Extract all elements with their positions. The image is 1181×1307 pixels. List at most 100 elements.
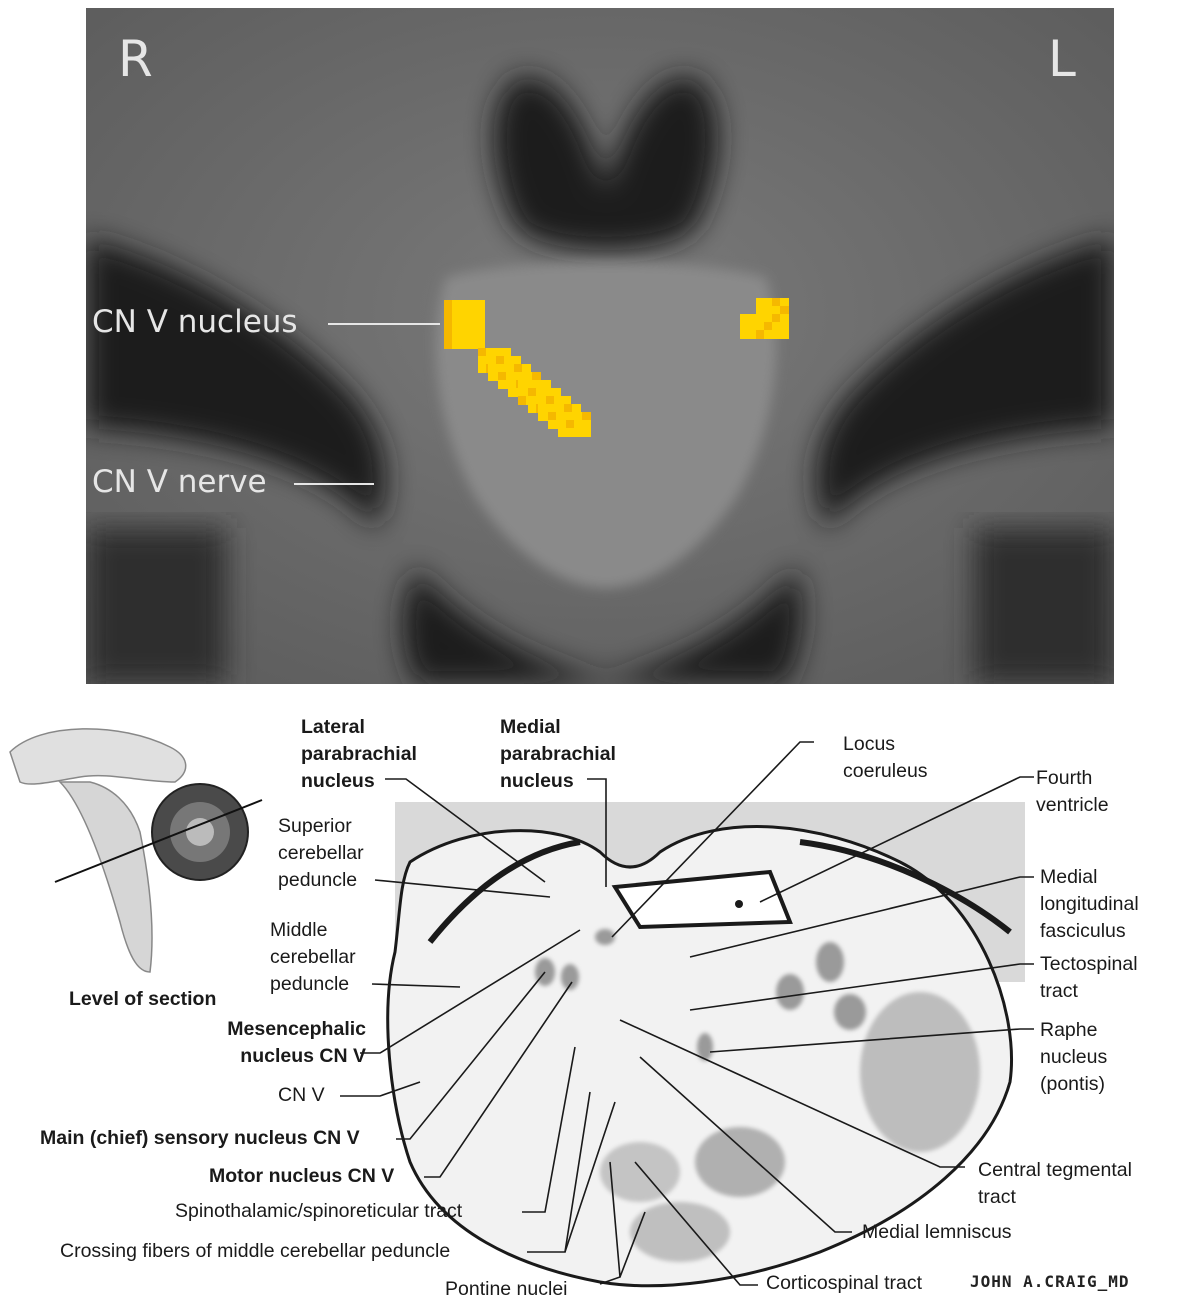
level-of-section-caption: Level of section <box>69 986 216 1013</box>
activation-voxel <box>444 308 453 317</box>
activation-voxel <box>488 372 497 381</box>
mesencephalic-nucleus-label: Mesencephalic nucleus CN V <box>160 1016 366 1070</box>
artist-signature: JOHN A.CRAIG_MD <box>970 1272 1130 1291</box>
activation-voxel <box>506 364 515 373</box>
motor-nucleus-label: Motor nucleus CN V <box>209 1163 394 1190</box>
activation-voxel <box>764 298 773 307</box>
activation-voxel <box>468 332 477 341</box>
activation-voxel <box>488 364 497 373</box>
activation-voxel <box>558 428 567 437</box>
activation-voxel <box>502 348 511 357</box>
central-tegmental-tract-label: Central tegmental tract <box>978 1157 1132 1211</box>
activation-voxel <box>516 372 525 381</box>
activation-voxel <box>764 330 773 339</box>
activation-voxel <box>452 316 461 325</box>
activation-voxel <box>528 404 537 413</box>
activation-voxel <box>740 314 749 323</box>
activation-voxel <box>518 380 527 389</box>
activation-voxel <box>574 428 583 437</box>
activation-voxel <box>498 380 507 389</box>
cn-v-label: CN V <box>278 1082 325 1109</box>
medial-lemniscus-label: Medial lemniscus <box>862 1219 1012 1246</box>
activation-voxel <box>748 322 757 331</box>
activation-voxel <box>522 364 531 373</box>
activation-voxel <box>532 372 541 381</box>
activation-voxel <box>748 314 757 323</box>
spinothalamic-tract-label: Spinothalamic/spinoreticular tract <box>175 1198 462 1225</box>
activation-voxel <box>756 306 765 315</box>
right-side-marker: R <box>118 30 153 88</box>
activation-voxel <box>566 428 575 437</box>
activation-voxel <box>740 322 749 331</box>
activation-voxel <box>548 404 557 413</box>
fourth-ventricle-marker <box>735 900 743 908</box>
medial-longitudinal-fasciculus-label: Medial longitudinal fasciculus <box>1040 864 1139 945</box>
activation-voxel <box>486 348 495 357</box>
activation-voxel <box>582 412 591 421</box>
activation-voxel <box>772 322 781 331</box>
activation-voxel <box>452 332 461 341</box>
activation-voxel <box>476 324 485 333</box>
cn-v-nerve-label: CN V nerve <box>92 464 267 500</box>
medial-parabrachial-label: Medial parabrachial nucleus <box>500 714 616 795</box>
activation-voxel <box>468 316 477 325</box>
activation-voxel <box>460 300 469 309</box>
activation-voxel <box>444 324 453 333</box>
activation-voxel <box>444 316 453 325</box>
cn-v-nucleus-label: CN V nucleus <box>92 304 298 340</box>
activation-voxel <box>534 380 543 389</box>
activation-voxel <box>460 332 469 341</box>
activation-voxel <box>538 404 547 413</box>
cn-v-nucleus-leader <box>328 323 440 325</box>
activation-voxel <box>772 330 781 339</box>
activation-voxel <box>460 340 469 349</box>
activation-voxel <box>498 372 507 381</box>
activation-voxel <box>476 300 485 309</box>
activation-voxel <box>528 388 537 397</box>
activation-voxel <box>536 388 545 397</box>
activation-voxel <box>478 348 487 357</box>
activation-voxel <box>756 322 765 331</box>
fourth-ventricle-label: Fourth ventricle <box>1036 765 1109 819</box>
activation-voxel <box>748 330 757 339</box>
activation-voxel <box>772 314 781 323</box>
activation-voxel <box>452 324 461 333</box>
activation-voxel <box>780 298 789 307</box>
activation-voxel <box>542 380 551 389</box>
activation-voxel <box>514 364 523 373</box>
corticospinal-tract-label: Corticospinal tract <box>766 1270 922 1297</box>
activation-voxel <box>460 324 469 333</box>
raphe-nucleus-label: Raphe nucleus (pontis) <box>1040 1017 1107 1098</box>
activation-voxel <box>478 356 487 365</box>
activation-voxel <box>558 412 567 421</box>
left-side-marker: L <box>1048 30 1076 88</box>
superior-cerebellar-peduncle-label: Superior cerebellar peduncle <box>278 813 364 894</box>
activation-voxel <box>528 396 537 405</box>
activation-voxel <box>478 364 487 373</box>
activation-voxel <box>468 340 477 349</box>
activation-voxel <box>566 412 575 421</box>
activation-voxel <box>444 340 453 349</box>
activation-voxel <box>488 356 497 365</box>
activation-voxel <box>476 316 485 325</box>
activation-voxel <box>508 380 517 389</box>
activation-voxel <box>508 372 517 381</box>
activation-voxel <box>468 300 477 309</box>
activation-voxel <box>582 420 591 429</box>
activation-voxel <box>518 388 527 397</box>
activation-voxel <box>508 388 517 397</box>
activation-voxel <box>544 388 553 397</box>
activation-voxel <box>548 420 557 429</box>
activation-voxel <box>548 412 557 421</box>
activation-voxel <box>780 330 789 339</box>
activation-voxel <box>772 306 781 315</box>
activation-voxel <box>764 306 773 315</box>
activation-voxel <box>476 332 485 341</box>
activation-voxel <box>444 332 453 341</box>
activation-voxel <box>546 396 555 405</box>
cn-v-nerve-leader <box>294 483 374 485</box>
activation-voxel <box>526 380 535 389</box>
activation-voxel <box>452 300 461 309</box>
level-of-section-inset <box>10 729 262 972</box>
activation-voxel <box>504 356 513 365</box>
